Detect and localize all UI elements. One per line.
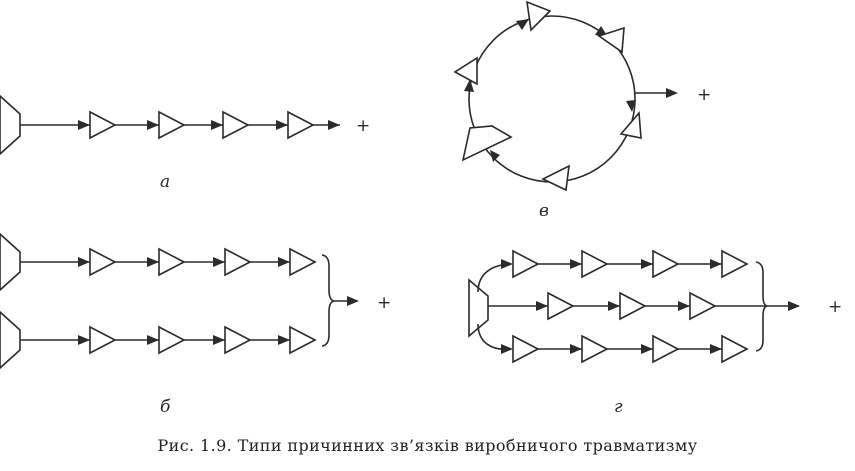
arrow-head bbox=[347, 296, 359, 306]
cause-triangle bbox=[597, 26, 625, 54]
cause-triangle bbox=[689, 291, 717, 321]
source-trapezoid bbox=[0, 232, 21, 292]
panel-b-parallel-chains: + б bbox=[0, 232, 391, 417]
arrow-head bbox=[278, 257, 290, 267]
cause-triangle bbox=[619, 111, 642, 139]
arrow-head bbox=[464, 79, 474, 92]
merge-brace bbox=[321, 254, 335, 347]
arrow-head bbox=[626, 100, 636, 112]
arrow-head bbox=[328, 120, 340, 130]
cause-triangle bbox=[224, 325, 252, 355]
arrow-head bbox=[78, 257, 90, 267]
arrow-head bbox=[501, 344, 513, 354]
cause-triangle bbox=[581, 249, 609, 279]
outcome-plus: + bbox=[828, 297, 842, 317]
cause-triangle bbox=[289, 325, 317, 355]
arrow-head bbox=[147, 335, 159, 345]
cause-triangle bbox=[89, 110, 117, 140]
cause-triangle bbox=[224, 247, 252, 277]
branch-curve bbox=[477, 263, 511, 293]
source-trapezoid bbox=[0, 94, 21, 156]
cause-triangle bbox=[512, 334, 540, 364]
arrow-head bbox=[213, 335, 225, 345]
cause-triangle bbox=[619, 291, 647, 321]
cause-triangle bbox=[541, 164, 570, 192]
outcome-plus: + bbox=[697, 85, 711, 105]
arrow-head bbox=[678, 301, 690, 311]
panel-label-b: б bbox=[160, 397, 171, 417]
cause-triangle bbox=[158, 325, 186, 355]
arrow-head bbox=[147, 257, 159, 267]
arrow-head bbox=[516, 19, 529, 30]
panel-a-linear-chain: + а bbox=[0, 94, 370, 192]
arrow-head bbox=[641, 344, 653, 354]
arrow-head bbox=[788, 301, 800, 311]
cause-triangle bbox=[158, 110, 186, 140]
panel-v-cyclic-chain: + в bbox=[453, 0, 711, 221]
arrow-head bbox=[536, 301, 548, 311]
cause-triangle bbox=[547, 291, 575, 321]
arrow-head bbox=[570, 344, 582, 354]
cause-triangle bbox=[652, 334, 680, 364]
source-trapezoid bbox=[0, 310, 21, 370]
arrow-head bbox=[666, 88, 678, 98]
branch-curve bbox=[477, 323, 511, 350]
panel-label-v: в bbox=[539, 201, 549, 221]
cause-triangle bbox=[222, 110, 250, 140]
arrow-head bbox=[641, 259, 653, 269]
arrow-head bbox=[490, 150, 500, 162]
arrow-head bbox=[608, 301, 620, 311]
figure-caption: Рис. 1.9. Типи причинних зв’язків виробн… bbox=[157, 436, 698, 455]
arrow-head bbox=[710, 344, 722, 354]
outcome-plus: + bbox=[356, 116, 370, 136]
cause-triangle bbox=[289, 247, 317, 277]
panel-g-branching-chains: + г bbox=[468, 249, 842, 417]
cause-triangle bbox=[581, 334, 609, 364]
source-trapezoid bbox=[461, 125, 513, 162]
cause-triangle bbox=[721, 334, 749, 364]
cause-triangle bbox=[89, 247, 117, 277]
arrow-head bbox=[710, 259, 722, 269]
cause-triangle bbox=[158, 247, 186, 277]
panel-label-a: а bbox=[160, 172, 170, 192]
cause-triangle bbox=[89, 325, 117, 355]
arrow-head bbox=[78, 335, 90, 345]
merge-brace bbox=[755, 261, 768, 352]
source-trapezoid bbox=[468, 278, 489, 338]
arrow-head bbox=[147, 120, 159, 130]
arrow-head bbox=[501, 259, 513, 269]
arrow-head bbox=[570, 259, 582, 269]
cause-triangle bbox=[512, 249, 540, 279]
arrow-head bbox=[276, 120, 288, 130]
arrow-head bbox=[213, 257, 225, 267]
outcome-plus: + bbox=[377, 293, 391, 313]
cause-triangle bbox=[453, 56, 478, 86]
panel-label-g: г bbox=[614, 397, 623, 417]
cause-triangle bbox=[721, 249, 749, 279]
arrow-head bbox=[211, 120, 223, 130]
cause-triangle bbox=[652, 249, 680, 279]
cause-triangle bbox=[287, 110, 315, 140]
arrow-head bbox=[78, 120, 90, 130]
arrow-head bbox=[278, 335, 290, 345]
cause-triangle bbox=[526, 0, 552, 32]
